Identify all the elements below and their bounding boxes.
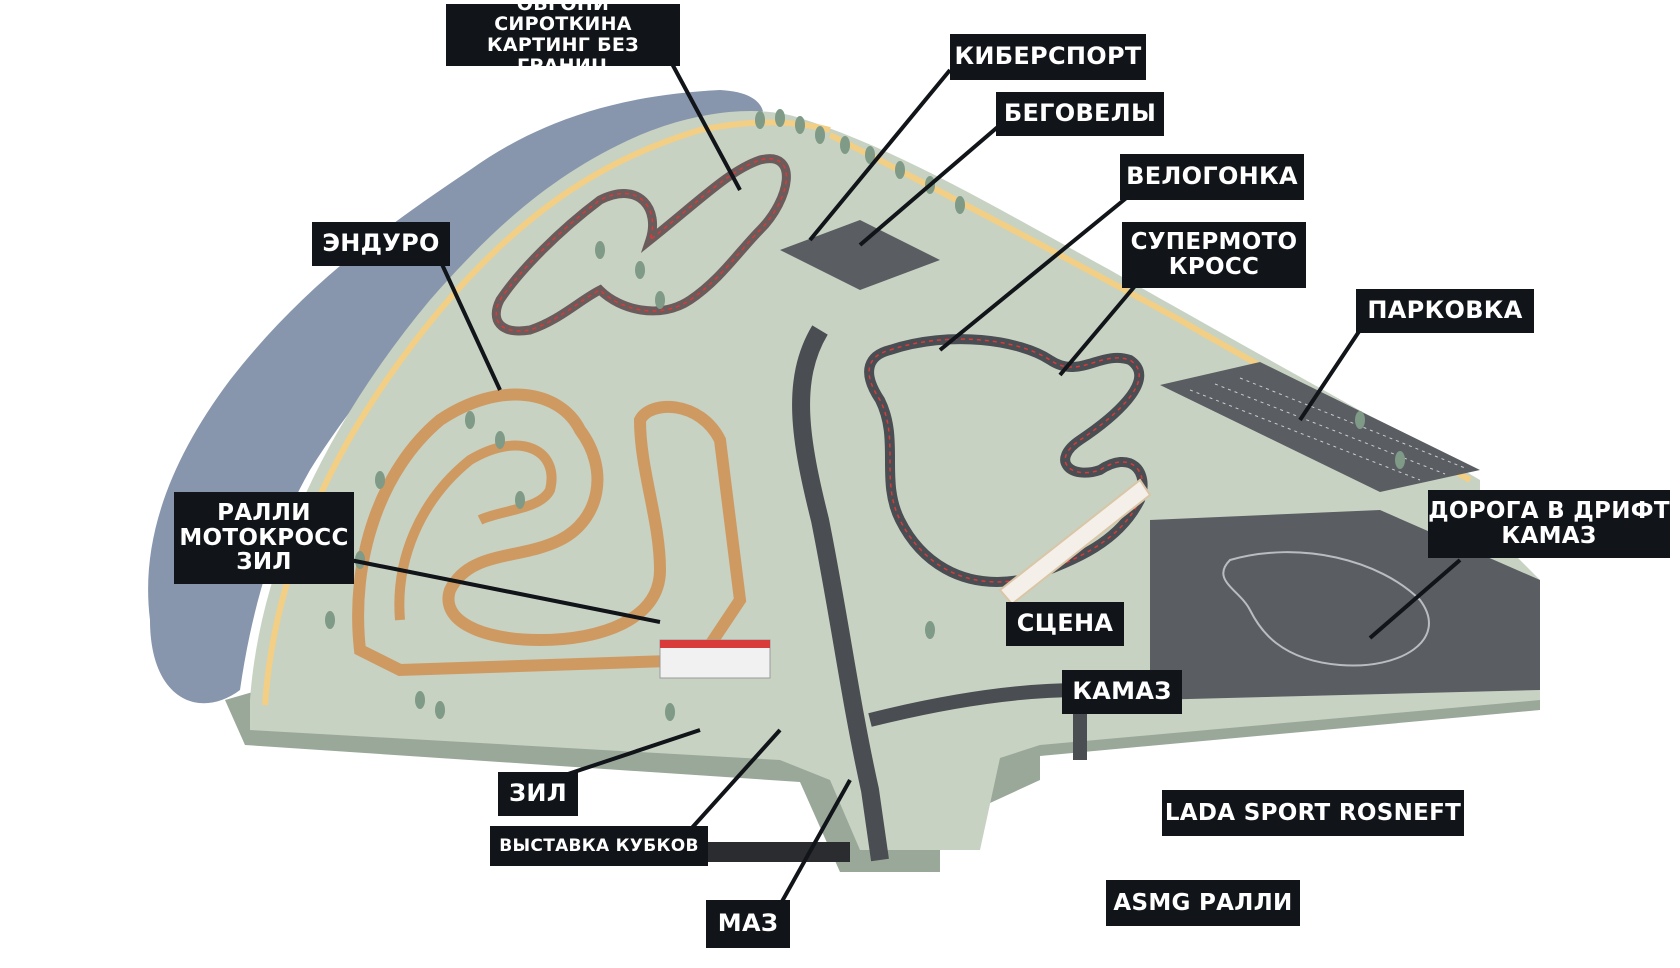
cybersport-pad <box>780 220 940 290</box>
main-road <box>792 325 889 862</box>
label-scena: СЦЕНА <box>1006 602 1124 646</box>
label-velogonka: ВЕЛОГОНКА <box>1120 154 1304 200</box>
stage-building <box>998 478 1152 606</box>
cups-road <box>700 842 850 862</box>
drift-track-markings <box>1222 551 1430 667</box>
pit-building-roof <box>660 640 770 648</box>
label-maz: МАЗ <box>706 900 790 948</box>
parking-stripes <box>1189 377 1466 481</box>
karting-track-kerb <box>495 157 787 332</box>
label-drift: ДОРОГА В ДРИФТ КАМАЗ <box>1428 490 1670 558</box>
label-begovely: БЕГОВЕЛЫ <box>996 92 1164 136</box>
rally-dirt-track <box>352 388 747 677</box>
label-kibersport: КИБЕРСПОРТ <box>950 34 1146 80</box>
leader-lines <box>349 59 1462 906</box>
label-cups: ВЫСТАВКА КУБКОВ <box>490 826 708 866</box>
supermoto-track-kerb <box>868 338 1144 583</box>
label-lada: LADA SPORT ROSNEFT <box>1162 790 1464 836</box>
label-asmg: ASMG РАЛЛИ <box>1106 880 1300 926</box>
label-zil: ЗИЛ <box>498 772 578 816</box>
label-supermoto: СУПЕРМОТО КРОСС <box>1122 222 1306 288</box>
label-parkovka: ПАРКОВКА <box>1356 289 1534 333</box>
label-enduro: ЭНДУРО <box>312 222 450 266</box>
rally-dirt-inner <box>394 440 557 621</box>
label-rally: РАЛЛИ МОТОКРОСС ЗИЛ <box>174 492 354 584</box>
label-kamaz: КАМАЗ <box>1062 670 1182 714</box>
lake <box>148 90 764 704</box>
label-karting: ОБГОНИ СИРОТКИНА КАРТИНГ БЕЗ ГРАНИЦ <box>446 0 680 76</box>
